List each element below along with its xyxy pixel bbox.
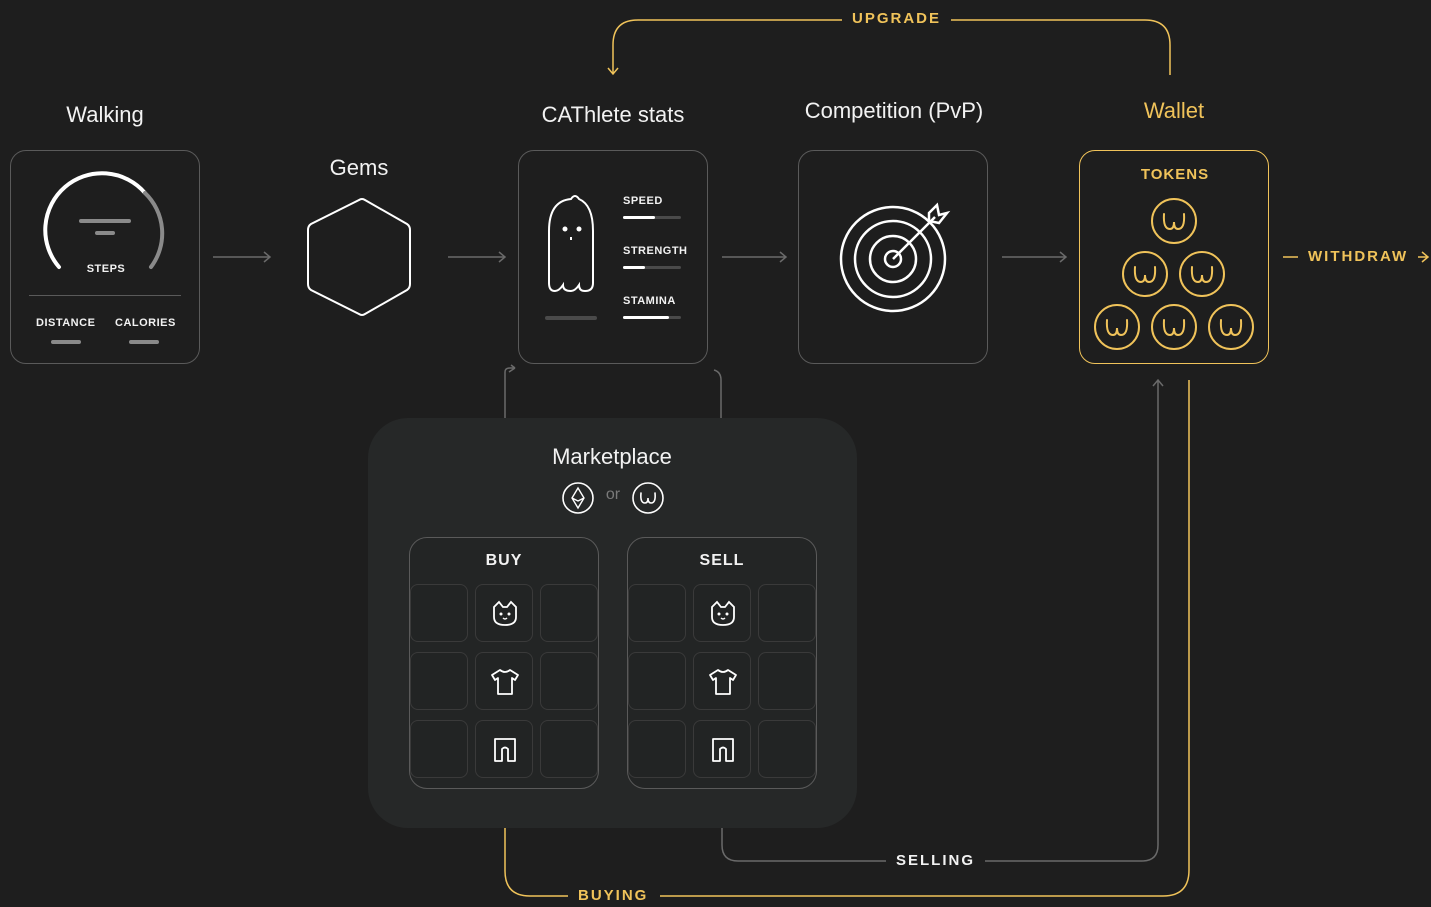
gems-title: Gems	[329, 155, 389, 180]
steps-label: STEPS	[86, 263, 126, 275]
or-label: or	[605, 486, 621, 503]
distance-label: DISTANCE	[36, 317, 96, 329]
buy-title: BUY	[485, 552, 523, 569]
buy-slot[interactable]	[540, 720, 598, 778]
sell-slot[interactable]	[693, 652, 751, 710]
token-icon	[1208, 304, 1254, 350]
stamina-track	[623, 316, 681, 319]
sell-slot[interactable]	[758, 652, 816, 710]
sell-title: SELL	[699, 552, 745, 569]
cat-face-icon	[711, 600, 735, 626]
strength-track	[623, 266, 681, 269]
tokens-stack	[1094, 198, 1254, 350]
marketplace-title: Marketplace	[552, 444, 672, 469]
tokens-label: TOKENS	[1140, 166, 1210, 183]
buy-slot[interactable]	[410, 720, 468, 778]
gauge-icon	[43, 171, 165, 269]
wallet-card: TOKENS	[1079, 150, 1269, 364]
buy-slot[interactable]	[540, 584, 598, 642]
speed-fill	[623, 216, 655, 219]
competition-card	[798, 150, 988, 364]
sell-slot[interactable]	[758, 584, 816, 642]
sell-slot[interactable]	[628, 584, 686, 642]
sell-slot[interactable]	[758, 720, 816, 778]
sell-panel: SELL	[627, 537, 817, 789]
withdraw-label: WITHDRAW	[1298, 248, 1419, 265]
token-icon	[1151, 304, 1197, 350]
speed-label: SPEED	[623, 195, 663, 207]
upgrade-label: UPGRADE	[842, 10, 952, 27]
hexagon-gem-icon	[307, 198, 411, 316]
token-icon	[1151, 198, 1197, 244]
shorts-icon	[494, 738, 516, 762]
target-icon	[839, 202, 951, 313]
strength-fill	[623, 266, 646, 269]
ethereum-icon	[562, 482, 594, 514]
buying-label: BUYING	[568, 887, 659, 904]
stats-title: CAThlete stats	[541, 102, 685, 127]
buy-slot[interactable]	[475, 584, 533, 642]
speed-track	[623, 216, 681, 219]
sell-slot[interactable]	[693, 720, 751, 778]
distance-bar	[51, 340, 81, 344]
shirt-icon	[491, 669, 519, 695]
competition-title: Competition (PvP)	[804, 98, 984, 123]
cat-face-icon	[493, 600, 517, 626]
stamina-fill	[623, 316, 670, 319]
token-icon	[632, 482, 664, 514]
shadow-bar	[545, 316, 597, 320]
divider	[29, 295, 181, 296]
buy-slot[interactable]	[540, 652, 598, 710]
token-icon	[1179, 251, 1225, 297]
calories-label: CALORIES	[115, 317, 176, 329]
wallet-title: Wallet	[1143, 98, 1205, 123]
cat-character-icon	[548, 195, 594, 293]
stamina-label: STAMINA	[623, 295, 676, 307]
token-icon	[1122, 251, 1168, 297]
buy-slot[interactable]	[410, 584, 468, 642]
buy-panel: BUY	[409, 537, 599, 789]
stats-card: SPEED STRENGTH STAMINA	[518, 150, 708, 364]
selling-label: SELLING	[886, 852, 986, 869]
buy-slot[interactable]	[410, 652, 468, 710]
walking-card: STEPS DISTANCE CALORIES	[10, 150, 200, 364]
sell-slot[interactable]	[628, 720, 686, 778]
shorts-icon	[712, 738, 734, 762]
buy-slot[interactable]	[475, 652, 533, 710]
shirt-icon	[709, 669, 737, 695]
token-icon	[1094, 304, 1140, 350]
sell-slot[interactable]	[628, 652, 686, 710]
walking-title: Walking	[66, 102, 144, 127]
calories-bar	[129, 340, 159, 344]
strength-label: STRENGTH	[623, 245, 688, 257]
sell-slot[interactable]	[693, 584, 751, 642]
buy-slot[interactable]	[475, 720, 533, 778]
